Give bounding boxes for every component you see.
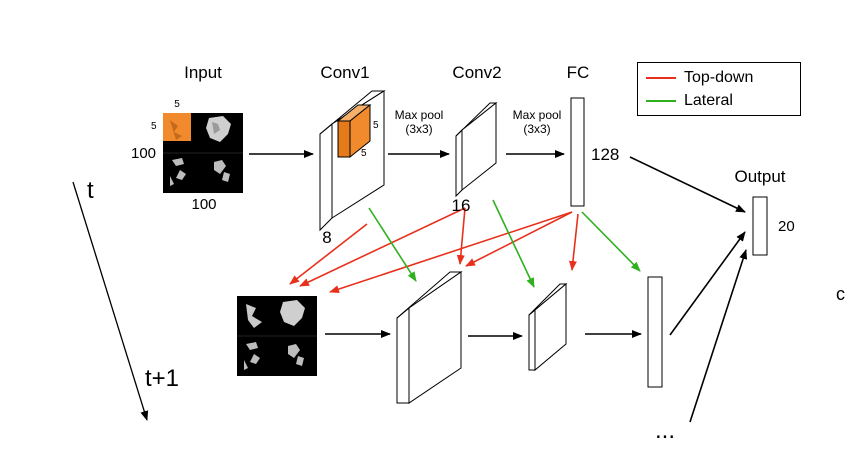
conv2-label: Conv2 — [452, 63, 502, 82]
lateral-swatch — [646, 100, 676, 102]
input-image — [163, 113, 243, 193]
conv2-channels-label: 16 — [451, 196, 471, 215]
edge-fragment: c — [836, 284, 845, 304]
fc-units-label: 128 — [591, 145, 620, 164]
time-arrow — [72, 181, 149, 421]
legend: Top-down Lateral — [637, 62, 801, 116]
pool2-label: Max pool (3x3) — [512, 108, 562, 136]
pool1-label: Max pool (3x3) — [394, 108, 444, 136]
top-down-swatch — [646, 77, 676, 79]
time-t1-label: t+1 — [145, 365, 180, 392]
output-block — [752, 196, 768, 256]
input-width-label: 100 — [191, 196, 217, 213]
conv1-block-t1 — [396, 271, 463, 404]
input-image-t1 — [237, 296, 317, 376]
output-units-label: 20 — [778, 218, 795, 235]
top-down-arrows — [289, 207, 579, 293]
lateral-arrows — [368, 199, 641, 288]
legend-item-top-down: Top-down — [646, 69, 753, 87]
conv2-block — [455, 101, 498, 198]
kernel-side-label-1: 5 — [373, 120, 379, 131]
fc-block-t1 — [647, 276, 663, 388]
conv1-kernel — [336, 103, 372, 159]
legend-label-top-down: Top-down — [684, 69, 754, 86]
input-height-label: 100 — [131, 145, 157, 162]
conv1-label: Conv1 — [320, 63, 370, 82]
time-t-label: t — [87, 177, 94, 204]
output-label: Output — [734, 167, 786, 186]
legend-label-lateral: Lateral — [684, 92, 733, 109]
fc-block — [570, 97, 585, 207]
conv1-channels-label: 8 — [322, 228, 332, 247]
conv2-block-t1 — [528, 282, 568, 372]
kernel-side-label-2: 5 — [361, 148, 367, 159]
kernel-width-label: 5 — [174, 99, 180, 110]
legend-item-lateral: Lateral — [646, 92, 733, 110]
feedforward-arrows — [249, 150, 748, 423]
kernel-height-label: 5 — [151, 121, 157, 132]
input-label: Input — [184, 63, 222, 82]
fc-label: FC — [566, 63, 590, 82]
ellipsis-label: ... — [655, 417, 676, 444]
